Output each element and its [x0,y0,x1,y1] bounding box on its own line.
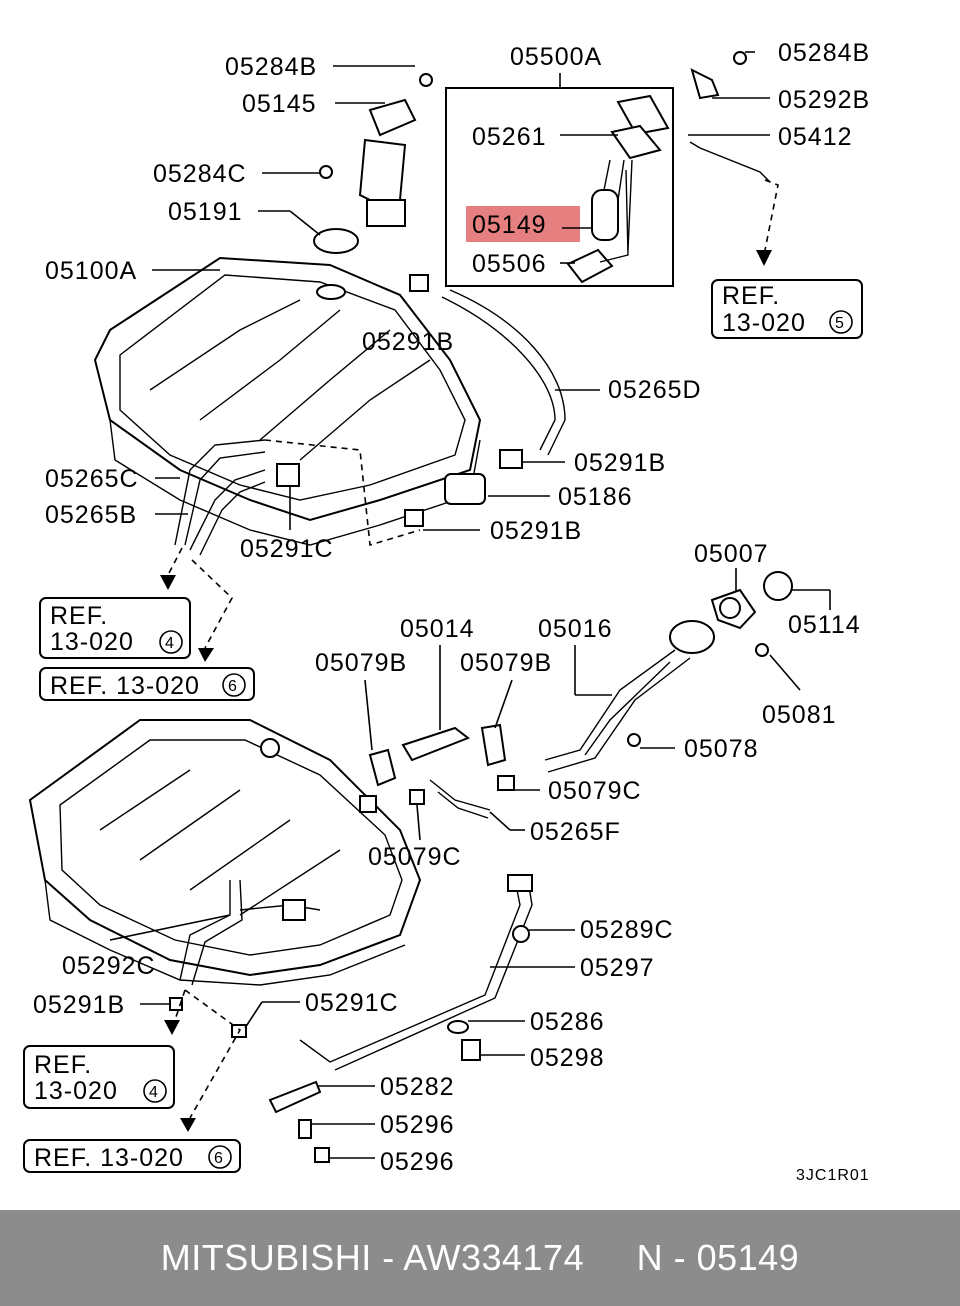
footer-bar: MITSUBISHI - AW334174 N - 05149 [0,1210,960,1306]
part-labels: 05284B 05145 05500A 05284B 05292B 05261 … [33,39,870,1184]
part-05145 [358,98,417,207]
ref-box-5: REF. 13-020 6 [23,1139,241,1173]
label-05297: 05297 [580,954,655,982]
diagram-code: 3JC1R01 [796,1167,870,1184]
label-05291B: 05291B [33,991,125,1019]
ref-box-1: REF. 13-020 5 [711,279,863,339]
label-05292C: 05292C [62,952,156,980]
label-05298: 05298 [530,1044,605,1072]
label-05100A: 05100A [45,257,137,285]
label-05282: 05282 [380,1073,455,1101]
hose-05265B [189,469,266,556]
label-05261: 05261 [472,123,547,151]
label-05284B: 05284B [225,53,317,81]
label-05291B: 05291B [362,328,454,356]
svg-text:4: 4 [165,635,175,652]
label-05286: 05286 [530,1008,605,1036]
label-05079B: 05079B [460,649,552,677]
label-05079C: 05079C [548,777,642,805]
label-05265D: 05265D [608,376,702,404]
label-05145: 05145 [242,90,317,118]
arrow-icon [160,575,176,590]
arrow-icon [198,648,214,662]
label-05186: 05186 [558,483,633,511]
label-05078: 05078 [684,735,759,763]
filler-neck-drawing [368,571,793,819]
label-05007: 05007 [694,540,769,568]
label-05291B: 05291B [574,449,666,477]
parts-diagram: REF. 13-020 5 REF. 13-020 4 REF. 13-020 … [23,39,870,1184]
ref-box-2: REF. 13-020 4 [39,597,191,659]
part-05191 [313,228,359,254]
svg-text:6: 6 [214,1150,224,1167]
label-05079C: 05079C [368,843,462,871]
label-05291C: 05291C [240,535,334,563]
label-05296: 05296 [380,1148,455,1176]
svg-text:REF. 13-020: REF. 13-020 [50,672,200,700]
lower-fuel-tank [28,719,422,986]
label-05079B: 05079B [315,649,407,677]
svg-text:13-020: 13-020 [34,1077,118,1105]
label-05149: 05149 [472,211,547,239]
pipe-05297 [299,879,533,1071]
ref-box-4: REF. 13-020 4 [23,1045,175,1109]
label-05265C: 05265C [45,465,139,493]
ref-box-3: REF. 13-020 6 [39,667,255,701]
svg-text:REF.: REF. [34,1051,92,1079]
label-05265F: 05265F [530,818,621,846]
label-05506: 05506 [472,250,547,278]
arrow-icon [756,250,772,266]
label-05284C: 05284C [153,160,247,188]
arrow-icon [180,1118,196,1132]
label-05500A: 05500A [510,43,602,71]
svg-text:13-020: 13-020 [50,628,134,656]
label-05265B: 05265B [45,501,137,529]
label-05114: 05114 [788,611,861,639]
svg-text:REF.: REF. [50,602,108,630]
label-05191: 05191 [168,198,243,226]
highlight-05149 [466,206,580,242]
arrow-icon [164,1020,180,1035]
part-05412 [689,141,771,183]
svg-text:6: 6 [228,678,238,695]
hose-05265C [174,439,266,546]
label-05412: 05412 [778,123,853,151]
svg-text:REF. 13-020: REF. 13-020 [34,1144,184,1172]
label-05016: 05016 [538,615,613,643]
hose-05265D [441,289,566,456]
label-05292B: 05292B [778,86,870,114]
label-05291C: 05291C [305,989,399,1017]
svg-text:4: 4 [149,1084,159,1101]
footer-part-number: MITSUBISHI - AW334174 N - 05149 [160,1237,800,1278]
fuel-pump-drawing [566,94,670,284]
label-05284B: 05284B [778,39,870,67]
label-05296: 05296 [380,1111,455,1139]
label-05289C: 05289C [580,916,674,944]
svg-text:13-020: 13-020 [722,309,806,337]
upper-fuel-tank [93,256,482,546]
label-05291B: 05291B [490,517,582,545]
label-05014: 05014 [400,615,475,643]
leader-lines [109,51,831,1159]
label-05081: 05081 [762,701,837,729]
svg-text:5: 5 [835,315,845,332]
svg-text:REF.: REF. [722,282,780,310]
